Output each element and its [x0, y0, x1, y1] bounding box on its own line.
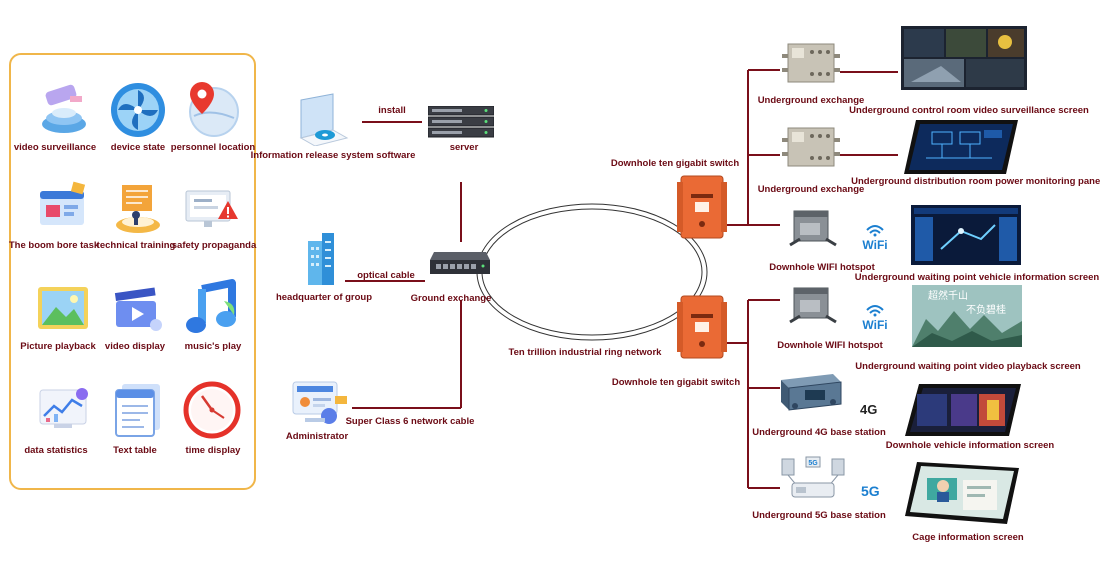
base-station-5g-icon: 5G [778, 455, 848, 505]
underground-exchange-1-label: Underground exchange [757, 95, 865, 106]
video-clapper-icon [106, 277, 170, 341]
panel-label-data-statistics: data statistics [24, 445, 88, 456]
switch-top-label: Downhole ten gigabit switch [610, 158, 740, 169]
downhole-switch-bottom-icon [677, 292, 727, 362]
software-disc-icon [293, 92, 353, 146]
administrator-icon [289, 378, 351, 428]
panel-label-technical-training: technical training [96, 240, 176, 251]
map-pin-icon [180, 78, 244, 142]
music-note-icon [180, 277, 244, 341]
panel-label-personnel-location: personnel location [170, 142, 256, 153]
wifi-badge-1-text: WiFi [862, 238, 887, 252]
base-station-5g-tag: 5G [808, 460, 818, 467]
screen-5-label: Downhole vehicle information screen [885, 440, 1055, 451]
panel-label-musics-play: music's play [184, 341, 242, 352]
link-optical-label: optical cable [357, 270, 415, 281]
video-surveillance-icon [32, 78, 96, 142]
poster-line-2: 不负碧桂 [966, 303, 1006, 316]
underground-exchange-2-icon [782, 124, 840, 172]
screen-2-label: Underground distribution room power moni… [851, 176, 1100, 187]
wifi-hotspot-1-label: Downhole WIFI hotspot [769, 262, 875, 273]
wifi-badge-1: WiFi [858, 222, 892, 252]
wifi-hotspot-2-label: Downhole WIFI hotspot [777, 340, 883, 351]
ring-network-label: Ten trillion industrial ring network [508, 347, 662, 358]
badge-4g: 4G [860, 402, 878, 417]
screen-4-image: 超然千山不负碧桂 [912, 285, 1022, 347]
hq-label: headquarter of group [275, 292, 373, 303]
screen-4-label: Underground waiting point video playback… [855, 361, 1081, 372]
base-station-4g-label: Underground 4G base station [752, 427, 886, 438]
screen-1-label: Underground control room video surveilla… [849, 105, 1089, 116]
statistics-icon [32, 378, 96, 442]
panel-label-text-table: Text table [113, 445, 157, 456]
fan-icon [106, 78, 170, 142]
wifi-hotspot-2-icon [786, 282, 840, 330]
task-icon [32, 177, 96, 241]
text-table-icon [106, 378, 170, 442]
software-label: Information release system software [250, 150, 416, 161]
screen-6-label: Cage information screen [912, 532, 1024, 543]
panel-label-boom-bore-task: The boom bore task [8, 240, 100, 251]
link-install-label: install [378, 105, 406, 116]
safety-warning-icon [180, 177, 244, 241]
link-cat6-label: Super Class 6 network cable [345, 416, 475, 427]
screen-2-image [902, 118, 1020, 176]
administrator-label: Administrator [285, 431, 349, 442]
training-icon [106, 177, 170, 241]
panel-label-safety-propaganda: safety propaganda [171, 240, 257, 251]
screen-5-image [903, 382, 1023, 438]
base-station-4g-icon [775, 366, 845, 416]
panel-label-time-display: time display [185, 445, 241, 456]
switch-bottom-label: Downhole ten gigabit switch [611, 377, 741, 388]
panel-label-device-state: device state [110, 142, 166, 153]
clock-icon [180, 378, 244, 442]
poster-line-1: 超然千山 [928, 289, 968, 302]
server-label: server [449, 142, 479, 153]
wifi-badge-2-text: WiFi [862, 318, 887, 332]
base-station-5g-label: Underground 5G base station [752, 510, 886, 521]
server-icon [428, 106, 494, 138]
function-panel [9, 53, 256, 490]
building-icon [304, 233, 338, 285]
screen-6-image [903, 458, 1021, 526]
badge-5g: 5G [861, 483, 880, 499]
screen-3-label: Underground waiting point vehicle inform… [854, 272, 1100, 283]
wifi-hotspot-1-icon [786, 205, 840, 253]
panel-label-video-display: video display [104, 341, 166, 352]
underground-exchange-1-icon [782, 40, 840, 88]
screen-1-image [901, 26, 1027, 90]
underground-exchange-2-label: Underground exchange [757, 184, 865, 195]
screen-3-image [911, 205, 1021, 265]
panel-label-picture-playback: Picture playback [20, 341, 96, 352]
ground-exchange-label: Ground exchange [410, 293, 492, 304]
picture-icon [32, 277, 96, 341]
wifi-badge-2: WiFi [858, 302, 892, 332]
panel-label-video-surveillance: video surveillance [13, 142, 97, 153]
ground-exchange-switch-icon [430, 252, 490, 278]
downhole-switch-top-icon [677, 172, 727, 242]
